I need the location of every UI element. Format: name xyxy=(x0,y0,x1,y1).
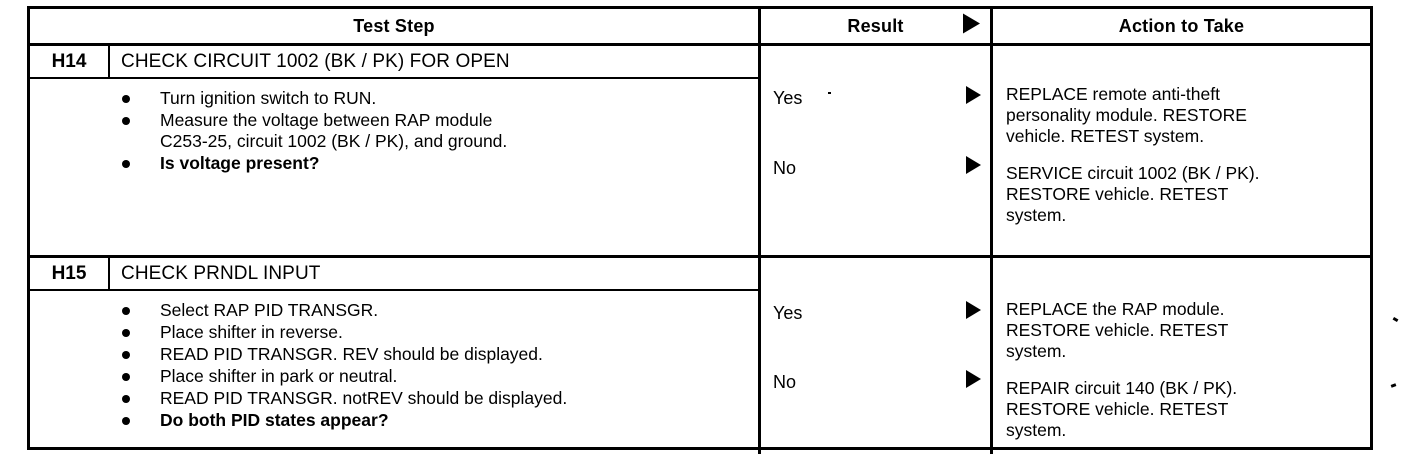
step-id-h14: H14 xyxy=(30,46,110,77)
table-header-row: Test Step Result Action to Take xyxy=(30,9,1370,46)
bullet-text: Do both PID states appear? xyxy=(160,410,389,430)
action-text-no-h14: SERVICE circuit 1002 (BK / PK). RESTORE … xyxy=(1006,163,1260,225)
scan-speck xyxy=(828,92,831,94)
bullet-dot-icon xyxy=(122,329,130,337)
list-item: Measure the voltage between RAP module C… xyxy=(122,110,758,152)
list-item: Select RAP PID TRANSGR. xyxy=(122,300,758,321)
table-row: H14 CHECK CIRCUIT 1002 (BK / PK) FOR OPE… xyxy=(30,46,1370,255)
action-text-yes-h14: REPLACE remote anti-theft personality mo… xyxy=(1006,84,1247,146)
list-item: Turn ignition switch to RUN. xyxy=(122,88,758,109)
result-outcome-no-h14: No xyxy=(761,156,990,179)
right-triangle-icon xyxy=(966,370,981,393)
result-label: Yes xyxy=(773,88,803,108)
right-triangle-icon xyxy=(966,156,981,179)
result-cell-h14: Yes No xyxy=(758,46,990,255)
result-cell-h15: Yes No xyxy=(758,258,990,454)
bullet-text: Select RAP PID TRANSGR. xyxy=(160,300,379,320)
right-triangle-icon xyxy=(966,86,981,109)
step-subheader-h15: H15 CHECK PRNDL INPUT xyxy=(30,258,758,291)
bullet-text: Place shifter in park or neutral. xyxy=(160,366,398,386)
action-text-no-h15: REPAIR circuit 140 (BK / PK). RESTORE ve… xyxy=(1006,378,1238,440)
list-item: Place shifter in reverse. xyxy=(122,322,758,343)
result-label: No xyxy=(773,158,797,178)
diagnostic-procedure-table: Test Step Result Action to Take H14 CHEC… xyxy=(27,6,1373,454)
column-header-action-to-take: Action to Take xyxy=(990,9,1370,43)
bullet-dot-icon xyxy=(122,95,130,103)
scan-speck xyxy=(1390,383,1397,388)
bullet-dot-icon xyxy=(122,373,130,381)
bullet-dot-icon xyxy=(122,160,130,168)
column-header-test-step: Test Step xyxy=(30,9,758,43)
bullet-text: Is voltage present? xyxy=(160,153,320,173)
bullet-text: READ PID TRANSGR. REV should be displaye… xyxy=(160,344,543,364)
list-item: READ PID TRANSGR. REV should be displaye… xyxy=(122,344,758,365)
step-cell-h14: H14 CHECK CIRCUIT 1002 (BK / PK) FOR OPE… xyxy=(30,46,758,255)
step-bullet-list-h15: Select RAP PID TRANSGR. Place shifter in… xyxy=(30,291,758,431)
bullet-text: Measure the voltage between RAP module C… xyxy=(160,110,508,151)
list-item: Is voltage present? xyxy=(122,153,758,174)
step-subheader-h14: H14 CHECK CIRCUIT 1002 (BK / PK) FOR OPE… xyxy=(30,46,758,79)
result-label: No xyxy=(773,372,797,392)
action-text-yes-h15: REPLACE the RAP module. RESTORE vehicle.… xyxy=(1006,299,1229,361)
step-id-h15: H15 xyxy=(30,258,110,289)
scan-speck xyxy=(1392,316,1399,323)
bullet-dot-icon xyxy=(122,395,130,403)
result-outcome-yes-h14: Yes xyxy=(761,86,990,109)
result-label: Yes xyxy=(773,303,803,323)
table-row: H15 CHECK PRNDL INPUT Select RAP PID TRA… xyxy=(30,255,1370,454)
column-header-result-label: Result xyxy=(847,15,904,36)
column-header-test-step-label: Test Step xyxy=(353,15,435,36)
result-outcome-yes-h15: Yes xyxy=(761,301,990,324)
bullet-dot-icon xyxy=(122,351,130,359)
bullet-text: READ PID TRANSGR. notREV should be displ… xyxy=(160,388,568,408)
action-cell-h14: REPLACE remote anti-theft personality mo… xyxy=(990,46,1370,255)
list-item: Do both PID states appear? xyxy=(122,410,758,431)
step-title-h14: CHECK CIRCUIT 1002 (BK / PK) FOR OPEN xyxy=(121,50,510,72)
result-outcome-no-h15: No xyxy=(761,370,990,393)
bullet-dot-icon xyxy=(122,117,130,125)
bullet-dot-icon xyxy=(122,417,130,425)
step-title-h15: CHECK PRNDL INPUT xyxy=(121,262,321,284)
right-triangle-icon xyxy=(966,301,981,324)
action-cell-h15: REPLACE the RAP module. RESTORE vehicle.… xyxy=(990,258,1370,454)
bullet-dot-icon xyxy=(122,307,130,315)
list-item: Place shifter in park or neutral. xyxy=(122,366,758,387)
list-item: READ PID TRANSGR. notREV should be displ… xyxy=(122,388,758,409)
bullet-text: Turn ignition switch to RUN. xyxy=(160,88,377,108)
bullet-text: Place shifter in reverse. xyxy=(160,322,343,342)
step-bullet-list-h14: Turn ignition switch to RUN. Measure the… xyxy=(30,79,758,174)
step-cell-h15: H15 CHECK PRNDL INPUT Select RAP PID TRA… xyxy=(30,258,758,454)
right-triangle-icon xyxy=(963,13,980,39)
column-header-result: Result xyxy=(758,9,990,43)
column-header-action-label: Action to Take xyxy=(1118,15,1245,36)
